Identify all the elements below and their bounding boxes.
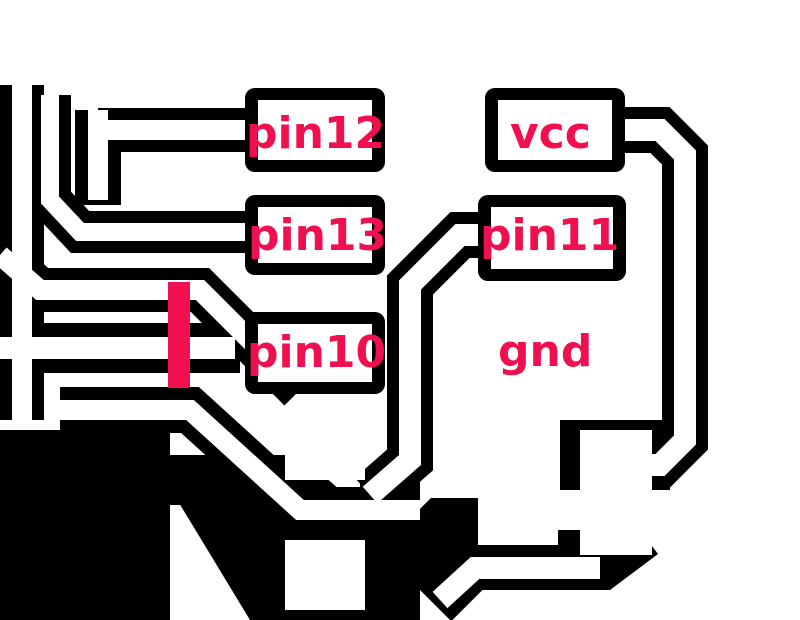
pad-bottom-1 [285, 410, 365, 480]
pad-bottom-5 [580, 500, 652, 555]
trace-center-vcc-route [610, 119, 696, 476]
label-gnd: gnd [498, 326, 592, 377]
pad-pin10 [258, 324, 372, 382]
label-pin10: pin10 [247, 327, 386, 378]
pad-bottom-2 [285, 540, 365, 610]
pad-bottom-4 [580, 430, 652, 490]
pads [245, 88, 652, 610]
label-pin13: pin13 [248, 210, 387, 261]
label-vcc: vcc [510, 108, 591, 159]
red-marker-bar [168, 282, 190, 388]
pad-vcc [498, 100, 612, 160]
pad-pin12 [258, 100, 372, 160]
trace-center-pin10-route [0, 247, 298, 388]
pad-pin11 [491, 207, 613, 269]
pin-labels: pin12 pin13 pin10 vcc pin11 gnd [246, 108, 619, 378]
pad-bottom-3 [478, 475, 558, 545]
label-pin12: pin12 [246, 108, 385, 159]
label-pin11: pin11 [480, 210, 619, 261]
trace-center-pin13 [41, 95, 290, 241]
trace-center-pin11-route [362, 224, 500, 504]
pad-pin13 [258, 207, 372, 263]
trace-centers [0, 85, 696, 609]
copper-fills [0, 420, 670, 620]
trace-center-bottom-right [432, 557, 600, 609]
trace-center-diagonal-bottom [60, 400, 420, 520]
